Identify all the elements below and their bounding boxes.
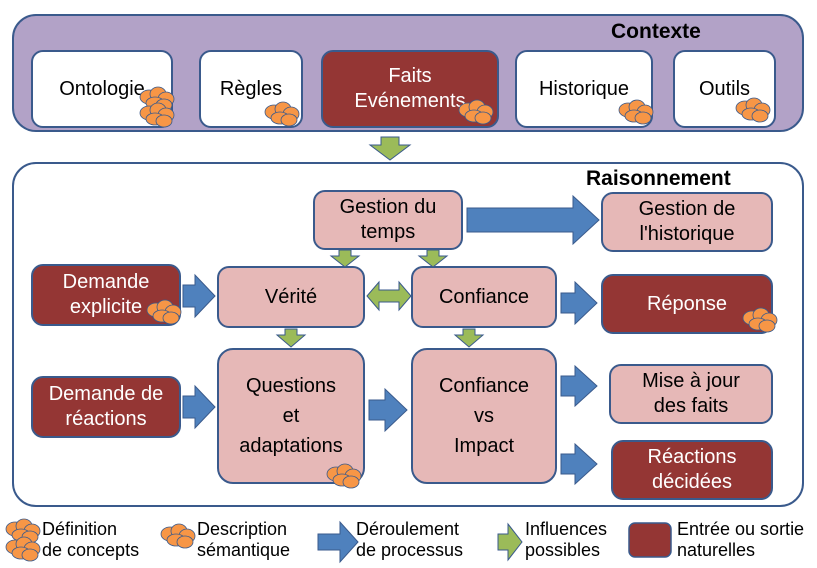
blue-arrow-impact-reactions [560,442,598,486]
gestion-historique-box[interactable]: Gestion de l'historique [601,192,773,252]
green-arrow-confiance-impact [453,328,485,348]
regles-label: Règles [219,77,283,100]
gestion-historique-label: Gestion de l'historique [638,198,736,245]
mise-a-jour-box[interactable]: Mise à jour des faits [609,364,773,424]
historique-label: Historique [538,77,630,100]
ontologie-label: Ontologie [59,77,145,100]
context-title: Contexte [611,20,701,43]
blue-arrow-questions-impact [368,387,408,433]
cloud-icon-legend-description [160,523,196,549]
reasoning-title: Raisonnement [586,167,731,190]
demande-explicite-label: Demande explicite [62,271,150,318]
legend-green-arrow [497,522,523,562]
gestion-temps-box[interactable]: Gestion du temps [313,190,463,250]
legend-definition: Définition de concepts [42,519,140,560]
confiance-box[interactable]: Confiance [411,266,557,328]
faits-evenements-label: Faits Evénements [354,65,466,112]
cloud-icon-historique [618,99,654,125]
faits-evenements-box[interactable]: Faits Evénements [321,50,499,128]
blue-arrow-explicite-verite [182,273,216,319]
cloud-icon-explicite [146,299,182,325]
blue-arrow-temps-historique [466,194,600,246]
verite-label: Vérité [264,285,318,308]
confiance-impact-label: Confiance vs Impact [438,375,530,457]
demande-reactions-box[interactable]: Demande de réactions [31,376,181,438]
legend-influences: Influences possibles [525,519,608,560]
blue-arrow-confiance-reponse [560,280,598,326]
reactions-decidees-box[interactable]: Réactions décidées [611,440,773,500]
legend-deroulement: Déroulement de processus [356,519,464,560]
outils-label: Outils [698,77,751,100]
green-arrow-temps-verite [329,249,361,268]
verite-box[interactable]: Vérité [217,266,365,328]
green-double-arrow [366,280,412,312]
legend-blue-arrow [317,520,359,564]
blue-arrow-reactions-questions [182,384,216,430]
green-arrow-verite-questions [275,328,307,348]
mise-a-jour-label: Mise à jour des faits [642,370,740,417]
cloud-icon-outils [735,97,771,123]
legend-entree: Entrée ou sortie naturelles [677,519,805,560]
cloud-icon-regles [264,101,300,127]
green-arrow-temps-confiance [417,249,449,268]
cloud-icon-faits [458,99,494,125]
legend-description: Description sémantique [197,519,291,560]
cloud-icon-questions [326,463,362,489]
green-arrow-context [368,136,412,161]
reponse-box[interactable]: Réponse [601,274,773,334]
questions-label: Questions et adaptations [239,375,343,457]
demande-reactions-label: Demande de réactions [48,383,164,430]
reactions-decidees-label: Réactions décidées [647,446,737,493]
confiance-label: Confiance [438,285,530,308]
questions-box[interactable]: Questions et adaptations [217,348,365,484]
blue-arrow-impact-miseajour [560,364,598,408]
reponse-label: Réponse [646,292,728,315]
legend-dark-box [628,522,672,558]
gestion-temps-label: Gestion du temps [339,196,437,243]
cloud-icon-reponse [742,307,778,333]
confiance-impact-box[interactable]: Confiance vs Impact [411,348,557,484]
